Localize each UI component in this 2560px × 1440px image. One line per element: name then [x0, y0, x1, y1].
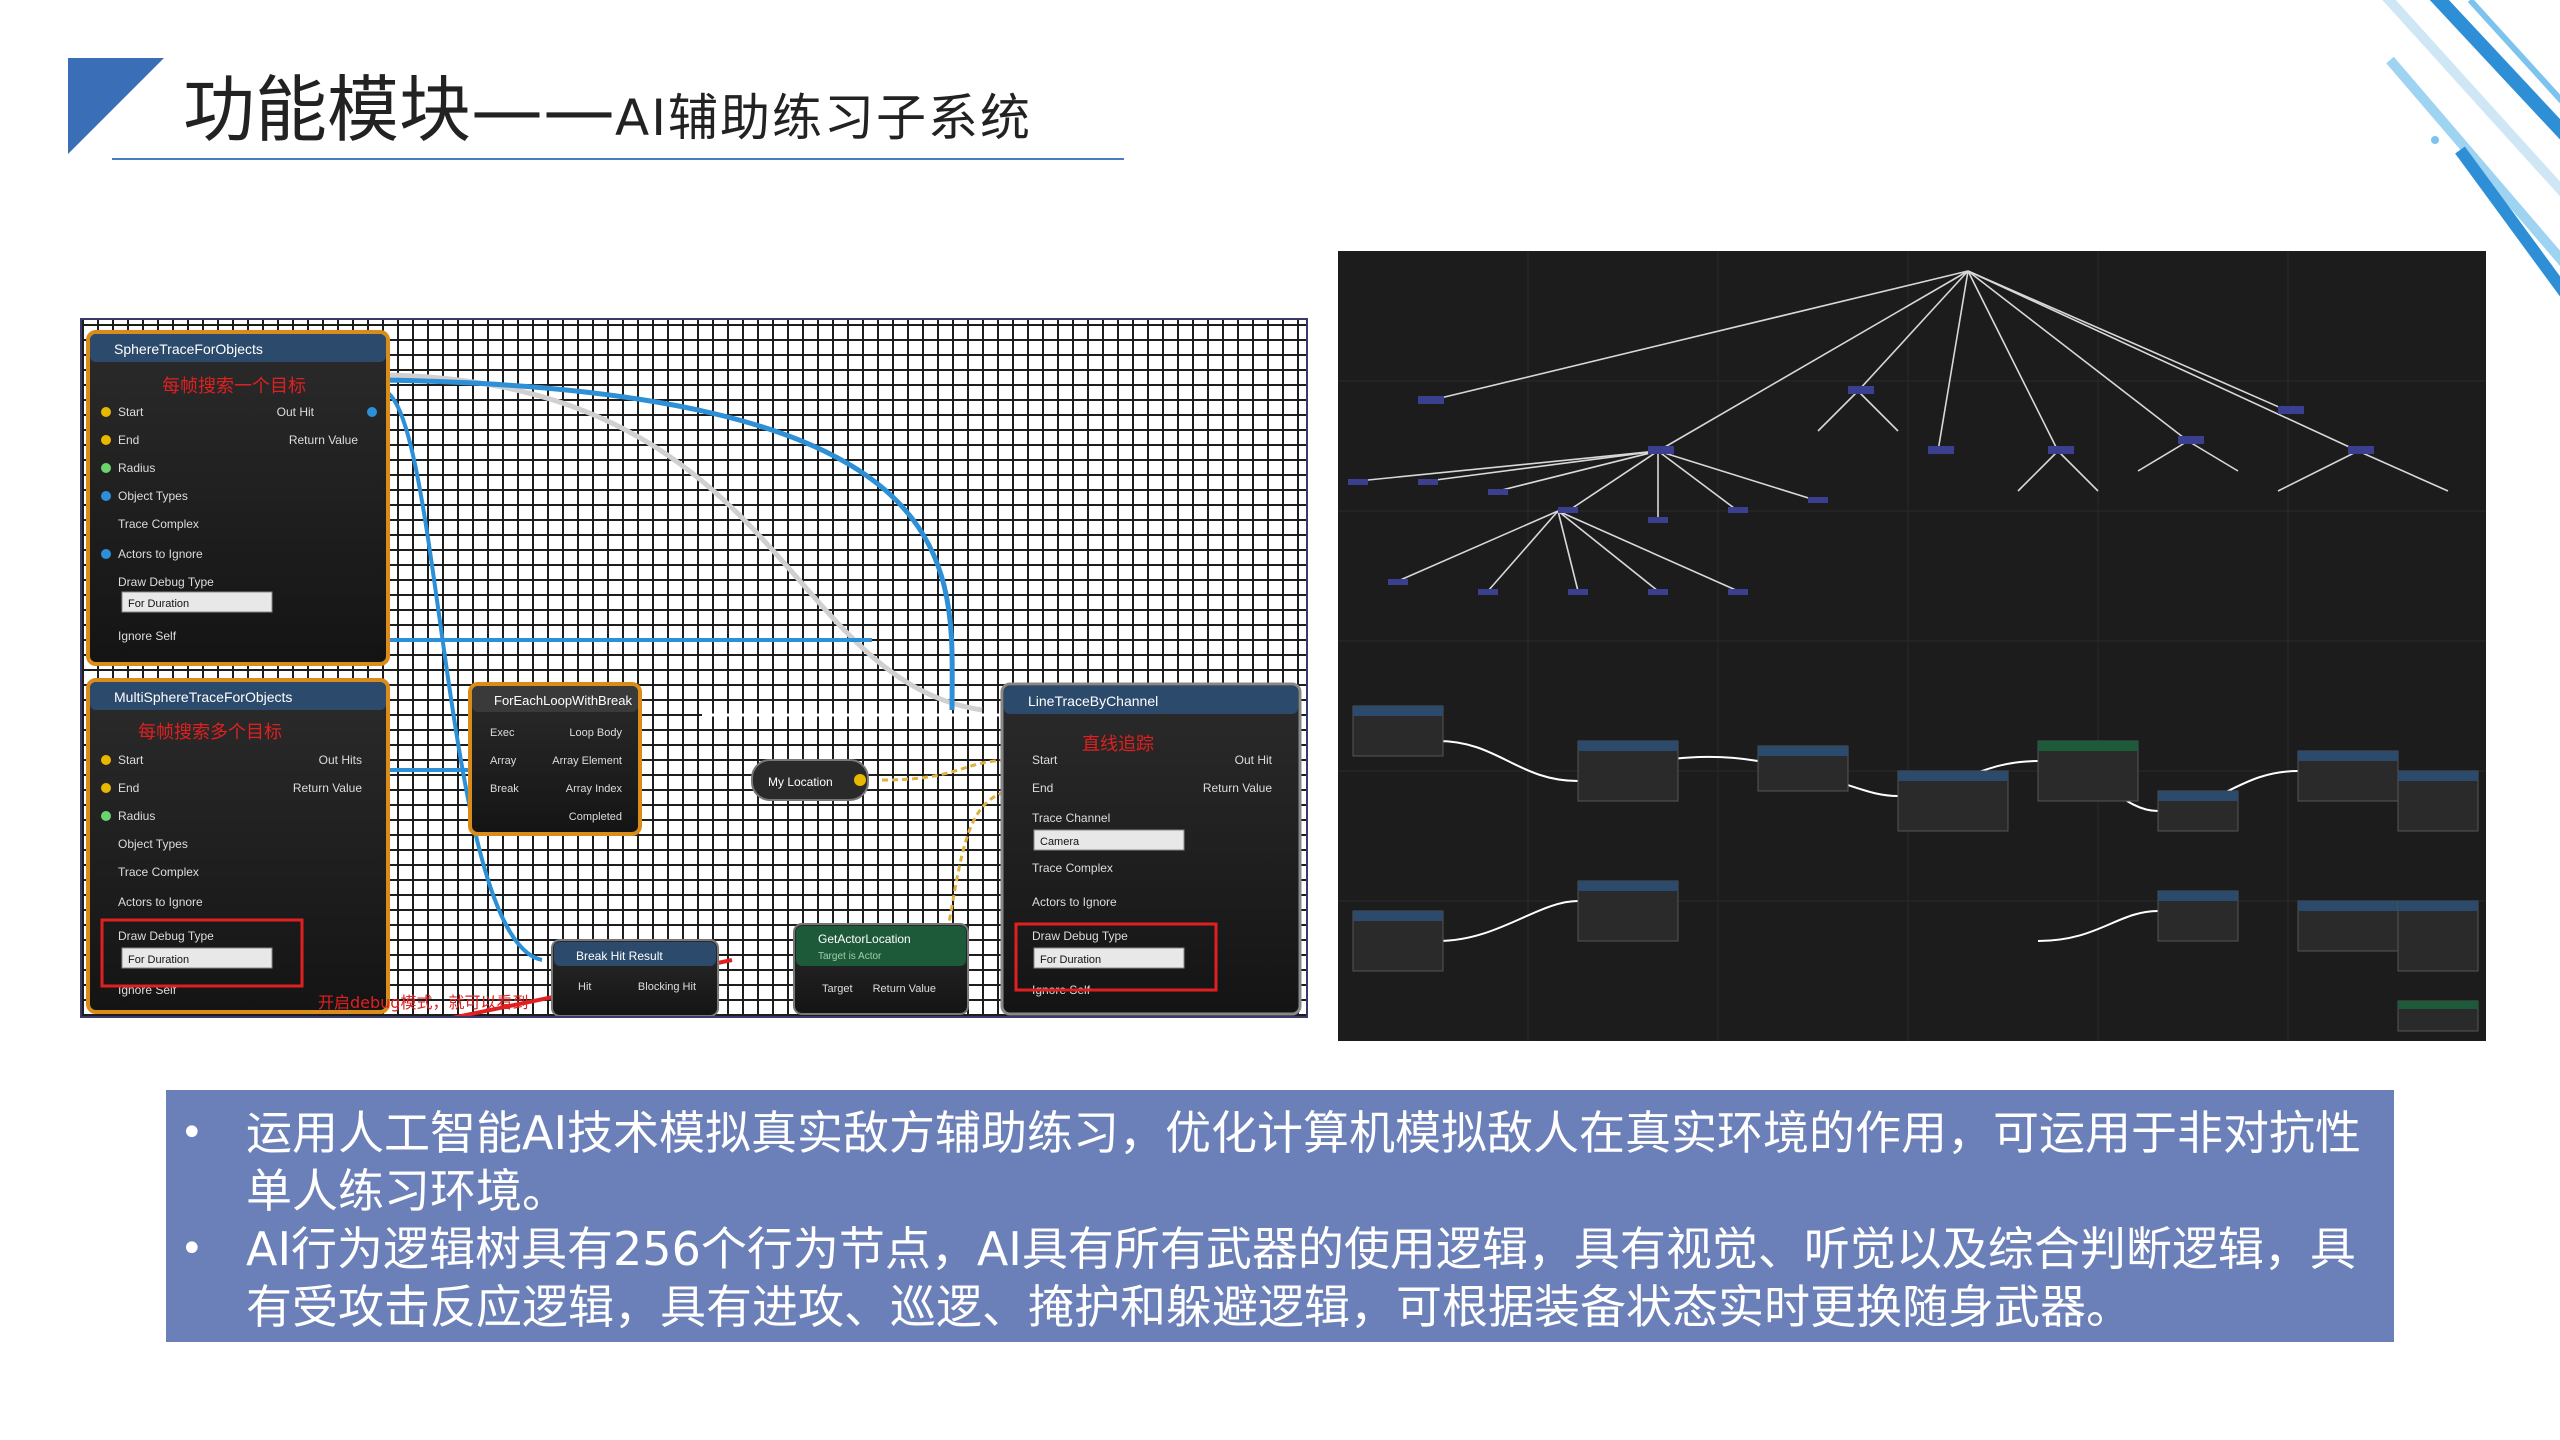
pin-label: Trace Complex — [1032, 861, 1113, 875]
node-get-actor-location: GetActorLocation Target is Actor Target … — [793, 923, 969, 1015]
bullet-item: • 运用人工智能AI技术模拟真实敌方辅助练习，优化计算机模拟敌人在真实环境的作用… — [180, 1104, 2366, 1220]
page-title: 功能模块——AI辅助练习子系统 — [183, 64, 1032, 164]
dropdown-value: For Duration — [128, 598, 189, 610]
node-line-trace: LineTraceByChannel 直线追踪 Start End Trace … — [1000, 682, 1302, 1016]
pin-label: Return Value — [289, 433, 358, 447]
pin-label: Array Index — [566, 783, 623, 795]
blueprint-screenshot-trace: SphereTraceForObjects 每帧搜索一个目标 Start End… — [80, 318, 1308, 1018]
pin-label: Draw Debug Type — [1032, 929, 1128, 943]
pin-label: End — [118, 433, 139, 447]
behavior-tree-screenshot — [1338, 251, 2486, 1041]
wire — [381, 377, 955, 711]
bullet-text: 运用人工智能AI技术模拟真实敌方辅助练习，优化计算机模拟敌人在真实环境的作用，可… — [246, 1106, 2362, 1218]
node-break-hit-result: Break Hit Result Hit Blocking Hit — [551, 939, 719, 1016]
wire — [381, 372, 983, 713]
dropdown-value: Camera — [1040, 836, 1080, 848]
page-title-sub: AI辅助练习子系统 — [615, 89, 1032, 147]
pin-label: Return Value — [1203, 781, 1272, 795]
blueprint-graph: SphereTraceForObjects 每帧搜索一个目标 Start End… — [86, 330, 1302, 1016]
node-my-location: My Location — [751, 759, 869, 801]
node-subtitle: Target is Actor — [818, 951, 882, 962]
node-title: MultiSphereTraceForObjects — [114, 689, 292, 705]
node-note: 直线追踪 — [1082, 734, 1154, 755]
node-title: My Location — [768, 775, 833, 789]
pin-label: Exec — [490, 727, 515, 739]
pin-label: End — [118, 781, 139, 795]
pin-label: Start — [1032, 753, 1058, 767]
tree-branches — [1357, 270, 2449, 592]
debug-annotation: 开启debug模式，就可以看到 — [318, 993, 528, 1012]
pin-label: Start — [118, 405, 144, 419]
bullet-item: • AI行为逻辑树具有256个行为节点，AI具有所有武器的使用逻辑，具有视觉、听… — [180, 1220, 2366, 1336]
title-underline — [112, 158, 1124, 160]
highlight-box — [100, 918, 304, 988]
pin-label: Array Element — [552, 755, 622, 767]
dropdown-value: For Duration — [128, 954, 189, 966]
node-title: ForEachLoopWithBreak — [494, 693, 633, 708]
pin-label: Return Value — [293, 781, 362, 795]
bullet-text: AI行为逻辑树具有256个行为节点，AI具有所有武器的使用逻辑，具有视觉、听觉以… — [246, 1222, 2356, 1334]
wire — [881, 758, 1013, 782]
pin-label: Trace Channel — [1032, 811, 1110, 825]
page-title-main: 功能模块—— — [183, 68, 616, 152]
pin-label: Loop Body — [569, 727, 622, 739]
pin-label: Object Types — [118, 489, 188, 503]
node-foreach-loop: ForEachLoopWithBreak Exec Array Break Lo… — [468, 682, 642, 836]
corner-stripes-decoration — [2382, 0, 2560, 297]
pin-label: Actors to Ignore — [118, 547, 203, 561]
pin-label: Completed — [569, 811, 622, 823]
pin-label: Draw Debug Type — [118, 929, 214, 943]
node-title: SphereTraceForObjects — [114, 341, 263, 357]
node-multi-sphere-trace: MultiSphereTraceForObjects 每帧搜索多个目标 Star… — [86, 678, 390, 1014]
pin-label: Actors to Ignore — [118, 895, 203, 909]
bullet-dot: • — [180, 1110, 204, 1156]
pin-label: Blocking Hit — [638, 981, 696, 993]
pin-label: Trace Complex — [118, 865, 199, 879]
tree-nodes — [1348, 386, 2374, 595]
node-title: LineTraceByChannel — [1028, 693, 1158, 709]
behavior-tree-graph — [1338, 251, 2486, 1041]
corner-triangle — [68, 58, 164, 154]
node-title: GetActorLocation — [818, 932, 911, 946]
bullet-dot: • — [180, 1226, 204, 1272]
pin-label: Trace Complex — [118, 517, 199, 531]
pin-label: Break — [490, 783, 519, 795]
pin-label: End — [1032, 781, 1053, 795]
node-note: 每帧搜索一个目标 — [162, 376, 306, 397]
pin-label: Draw Debug Type — [118, 575, 214, 589]
dropdown-value: For Duration — [1040, 954, 1101, 966]
pin-label: Out Hits — [319, 753, 362, 767]
highlight-box — [1014, 922, 1218, 992]
pin-label: Return Value — [873, 983, 936, 995]
description-box: • 运用人工智能AI技术模拟真实敌方辅助练习，优化计算机模拟敌人在真实环境的作用… — [166, 1090, 2394, 1342]
graph-nodes — [1352, 705, 2479, 1032]
pin-label: Actors to Ignore — [1032, 895, 1117, 909]
node-note: 每帧搜索多个目标 — [138, 722, 282, 743]
pin-label: Start — [118, 753, 144, 767]
pin-label: Radius — [118, 461, 155, 475]
wire — [381, 388, 543, 962]
pin-label: Out Hit — [1235, 753, 1273, 767]
pin-label: Target — [822, 983, 853, 995]
pin-label: Ignore Self — [118, 629, 177, 643]
pin-label: Radius — [118, 809, 155, 823]
pin-label: Object Types — [118, 837, 188, 851]
pin-label: Out Hit — [277, 405, 315, 419]
pin-label: Hit — [578, 981, 591, 993]
node-sphere-trace: SphereTraceForObjects 每帧搜索一个目标 Start End… — [86, 330, 390, 666]
pin-label: Array — [490, 755, 517, 767]
node-title: Break Hit Result — [576, 949, 663, 963]
